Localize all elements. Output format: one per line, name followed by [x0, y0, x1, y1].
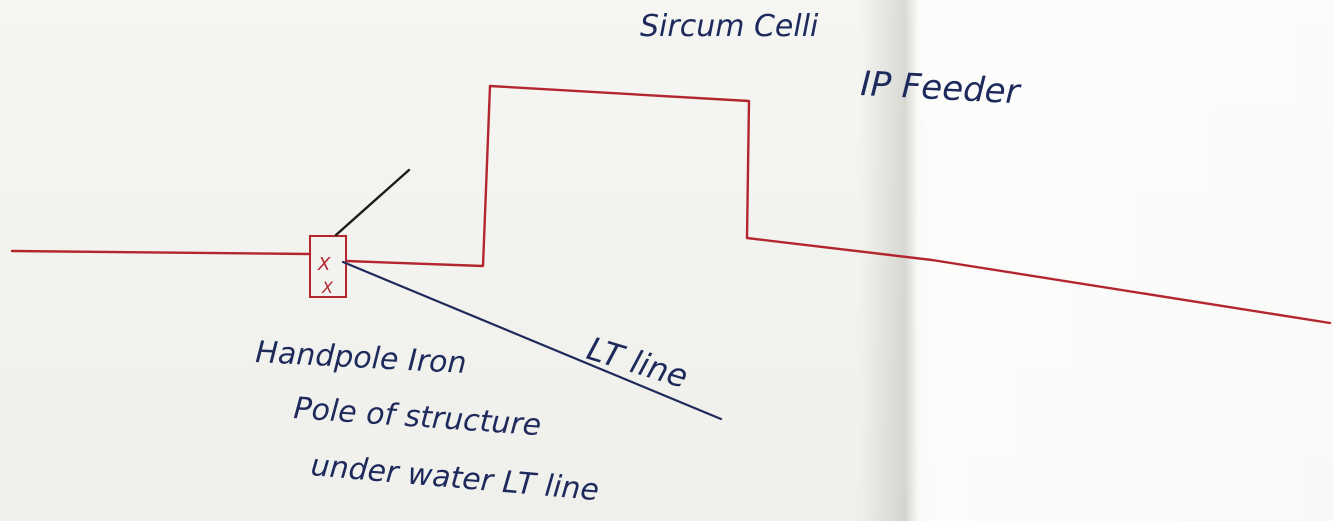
label-feeder: IP Feeder: [860, 64, 1023, 112]
pole-structure-box: [309, 235, 347, 298]
lt-line: [341, 260, 723, 421]
stay-wire: [334, 168, 411, 237]
label-bottom-line2: Pole of structure: [292, 391, 542, 443]
label-top-name: Sircum Celli: [640, 9, 819, 44]
label-bottom-line1: Handpole Iron: [255, 335, 468, 381]
switch-mark-lower: X: [321, 278, 334, 297]
feeder-line-detour: [344, 84, 1332, 325]
label-lt-line: LT line: [583, 329, 693, 395]
feeder-line-left: [10, 249, 312, 256]
label-bottom-line3: under water LT line: [309, 448, 600, 508]
switch-mark: X: [317, 254, 331, 275]
